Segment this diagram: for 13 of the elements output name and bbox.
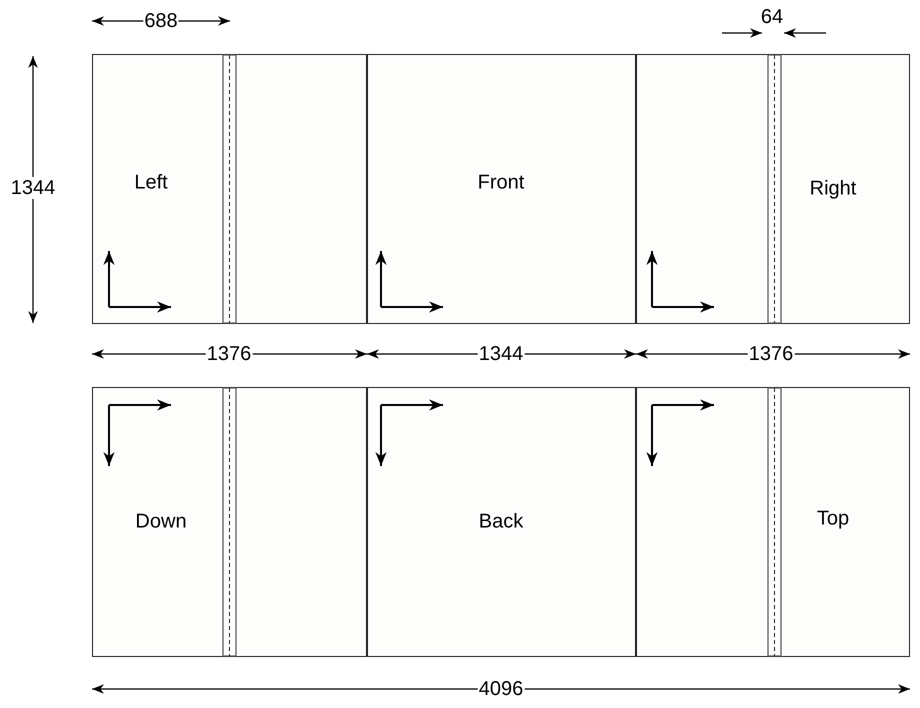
face-panel [636, 387, 910, 657]
face-label: Top [816, 508, 850, 530]
face-panel [92, 54, 367, 324]
face-label: Down [135, 510, 187, 534]
face-label: Front [478, 172, 524, 194]
face-panel [367, 54, 636, 324]
dimension-label: 1344 [10, 177, 56, 199]
face-label: Right [810, 178, 856, 200]
face-panel [367, 387, 636, 657]
face-label: Back [478, 510, 524, 534]
face-panel [92, 387, 367, 657]
face-panel [636, 54, 910, 324]
face-label: Left [134, 172, 168, 194]
